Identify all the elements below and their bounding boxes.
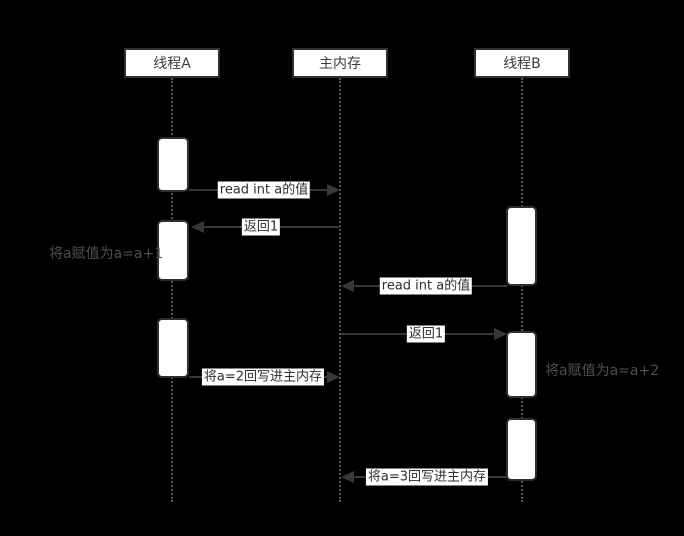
activation-bar-thread-b-3 bbox=[506, 418, 537, 481]
lifeline-header-main-memory: 主内存 bbox=[292, 48, 388, 78]
arrowhead-right-icon bbox=[327, 371, 340, 383]
message-label-1: read int a的值 bbox=[217, 181, 311, 199]
lifeline-header-thread-b: 线程B bbox=[474, 48, 570, 78]
activation-bar-thread-a-3 bbox=[157, 318, 189, 378]
activation-bar-thread-a-1 bbox=[157, 137, 189, 192]
annotation-thread-b-assign: 将a赋值为a=a+2 bbox=[545, 363, 660, 379]
arrowhead-left-icon bbox=[341, 280, 354, 292]
message-label-5: 将a=2回写进主内存 bbox=[201, 368, 325, 386]
lifeline-label-thread-b: 线程B bbox=[503, 56, 541, 72]
activation-bar-thread-b-1 bbox=[506, 206, 537, 286]
activation-bar-thread-b-2 bbox=[506, 331, 537, 398]
lifeline-thread-b bbox=[521, 78, 523, 502]
message-label-4: 返回1 bbox=[406, 325, 446, 343]
message-label-3: read int a的值 bbox=[379, 277, 473, 295]
lifeline-label-thread-a: 线程A bbox=[153, 56, 191, 72]
message-label-6: 将a=3回写进主内存 bbox=[365, 468, 489, 486]
annotation-thread-a-assign: 将a赋值为a=a+1 bbox=[49, 246, 164, 262]
lifeline-main-memory bbox=[339, 78, 341, 502]
arrowhead-right-icon bbox=[494, 328, 507, 340]
arrowhead-left-icon bbox=[191, 221, 204, 233]
arrowhead-left-icon bbox=[341, 471, 354, 483]
lifeline-thread-a bbox=[171, 78, 173, 502]
message-label-2: 返回1 bbox=[241, 218, 281, 236]
lifeline-header-thread-a: 线程A bbox=[124, 48, 220, 78]
activation-bar-thread-a-2 bbox=[157, 220, 189, 281]
lifeline-label-main-memory: 主内存 bbox=[319, 56, 361, 72]
arrowhead-right-icon bbox=[327, 184, 340, 196]
